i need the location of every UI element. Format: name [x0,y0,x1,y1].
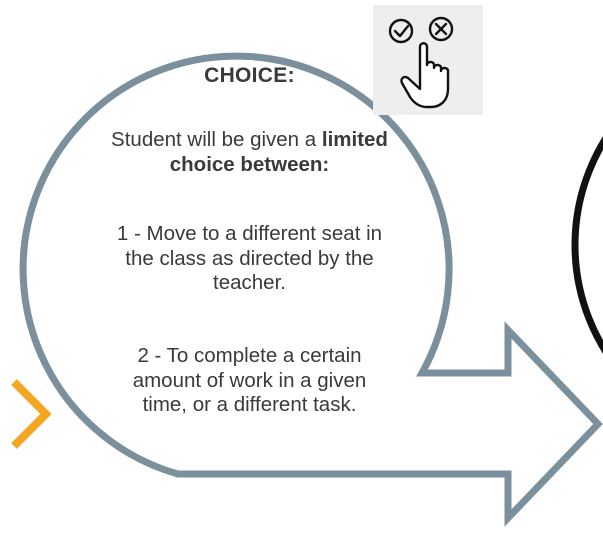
choice-intro-prefix: Student will be given a [111,128,322,151]
choice-title: CHOICE: [204,64,295,87]
option-1-line-1: 1 - Move to a different seat in [116,222,383,245]
option-2-line-3: time, or a different task. [142,393,357,416]
choice-intro-line-1: Student will be given a limited [62,128,437,153]
choice-intro: Student will be given a limited choice b… [62,128,437,177]
hand-tap-check-cross-icon [373,5,483,115]
option-1-line-3: teacher. [213,271,286,294]
choice-intro-bold-limited: limited [321,128,388,151]
choice-option-2: 2 - To complete a certain amount of work… [62,344,437,418]
choice-option-1: 1 - Move to a different seat in the clas… [62,222,437,296]
option-2-line-2: amount of work in a given [132,368,367,392]
choice-circular-arrow [19,52,603,527]
previous-step-chevron [11,379,52,449]
option-2-line-1: 2 - To complete a certain [137,344,362,367]
option-1-line-2: the class as directed by the [125,246,374,270]
next-step-circle [571,136,603,354]
choice-intro-bold-between: choice between: [169,152,330,176]
